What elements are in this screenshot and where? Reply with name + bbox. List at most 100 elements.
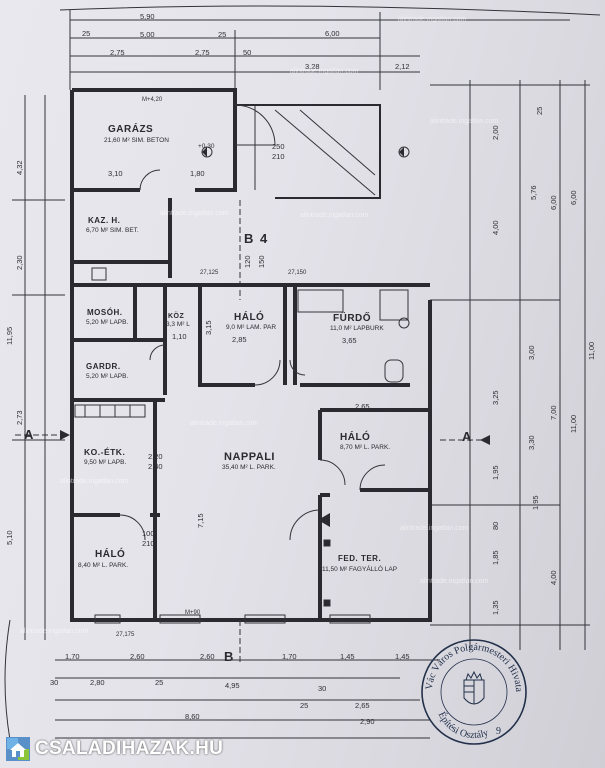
stamp-number: 9 [496,726,501,737]
dim-inner: 3,15 [204,320,213,335]
dim-inner: 250 [272,142,285,151]
dim-inner: 210 [272,152,285,161]
dim-left: 2,30 [15,255,24,270]
room-area-bathroom: 11,0 M² LAPBURK [330,325,384,332]
level-marker-fills [60,147,490,527]
dim-right: 1,85 [491,550,500,565]
section-mark-4: 4 [260,231,268,246]
dim-right: 1,95 [491,465,500,480]
room-name-garage: GARÁZS [108,124,154,135]
room-area-hallway: 3,3 M² L [166,321,190,328]
dim-top: 25 [82,29,91,38]
dim-right: 1,35 [491,600,500,615]
dim-bottom: 2,80 [90,678,105,687]
watermark: alintrade.ingatlan.com [300,212,369,219]
dim-right: 11,00 [587,341,596,360]
dim-top: 3,28 [305,62,320,71]
dim-top: 5,00 [140,30,155,39]
dim-bottom: 1,45 [340,652,355,661]
room-area-bedroom-1: 8,40 M² L. PARK. [78,562,129,569]
brand-name: CSALADIHAZAK.HU [35,738,224,759]
dim-inner: 150 [257,255,266,268]
room-name-boiler: KAZ. H. [88,216,121,225]
room-area-terrace: 11,50 M² FAGYÁLLÓ LAP [322,566,398,573]
dim-bottom: 30 [50,678,59,687]
official-stamp: Vác Város Polgármesteri Hivatal Építési … [418,636,527,745]
stamp-bottom-text: Építési Osztály [436,710,490,741]
coat-of-arms-icon [463,670,485,705]
room-name-hallway: KÖZ [168,313,185,320]
dim-right: 6,00 [549,195,558,210]
watermark: alintrade.ingatlan.com [20,628,89,635]
dim-right: 7,00 [549,405,558,420]
room-area-boiler: 6,70 M² SIM. BET. [86,227,139,234]
dim-inner: 3,10 [108,169,123,178]
section-mark-b-bottom: B [224,649,234,664]
room-name-laundry: MOSÓH. [87,308,123,317]
dim-left: 2,73 [15,410,24,425]
room-name-kitchen: KO.-ÉTK. [84,447,126,457]
watermark: alintrade.ingatlan.com [290,68,359,75]
section-mark-b-top: B [244,231,254,246]
section-mark-a-right: A [462,429,472,444]
room-area-living-room: 35,40 M² L. PARK. [222,464,276,471]
dim-inner: +0,30 [198,143,215,150]
dim-inner: 1,80 [190,169,205,178]
dim-bottom: 1,70 [282,652,297,661]
room-name-bedroom-3: HÁLÓ [340,432,371,443]
dim-inner: 2,20 [148,452,163,461]
dim-bottom: 2,90 [360,717,375,726]
dim-right: 3,00 [527,345,536,360]
room-area-garage: 21,60 M² SIM. BETON [104,137,169,144]
stamp-top-text: Vác Város Polgármesteri Hivatal [418,636,524,693]
fixtures [4,5,601,741]
room-area-bedroom-3: 8,70 M² L. PARK. [340,444,391,451]
watermark: alintrade.ingatlan.com [190,420,259,427]
dim-right: 6,00 [569,190,578,205]
dim-bottom: 25 [155,678,164,687]
watermark: alintrade.ingatlan.com [60,478,129,485]
dim-left: 4,32 [15,160,24,175]
dim-right: 4,00 [491,220,500,235]
house-icon [6,737,30,761]
section-mark-a-left: A [24,427,34,442]
brand-logo[interactable]: CSALADIHAZAK.HU [6,736,226,762]
watermark: alintrade.ingatlan.com [430,118,499,125]
dim-inner: 27,175 [116,632,135,638]
dim-inner: 27,125 [200,270,219,276]
dim-right: 1,95 [531,495,540,510]
dim-top: 2,75 [195,48,210,57]
dim-bottom: 2,65 [355,701,370,710]
dim-bottom: 30 [318,684,327,693]
dim-inner: 27,150 [288,270,307,276]
dim-bottom: 1,70 [65,652,80,661]
room-area-wardrobe: 5,20 M² LAPB. [86,373,129,380]
room-name-living-room: NAPPALI [224,451,275,463]
dim-inner: 7,15 [196,513,205,528]
dim-left: 11,95 [5,326,14,345]
dim-top: 5,90 [140,12,155,21]
dim-inner: 2,85 [232,335,247,344]
dim-inner: 2,40 [148,462,163,471]
dim-inner: 210 [142,539,155,548]
room-area-kitchen: 9,50 M² LAPB. [84,459,127,466]
watermark: alintrade.ingatlan.com [160,210,229,217]
dim-bottom: 8,60 [185,712,200,721]
watermark: alintrade.ingatlan.com [420,578,489,585]
dim-inner: 100 [142,529,155,538]
room-name-bedroom-1: HÁLÓ [95,549,126,560]
walls [70,88,432,622]
dim-right: 80 [491,521,500,530]
watermark: alintrade.ingatlan.com [398,16,467,23]
dim-top: 6,00 [325,29,340,38]
dim-left: 5,10 [5,530,14,545]
dim-bottom: 2,60 [130,652,145,661]
dim-right: 5,76 [529,185,538,200]
dim-top: 2,75 [110,48,125,57]
dim-inner: 120 [243,255,252,268]
dim-bottom: 4,95 [225,681,240,690]
dim-inner: 1,10 [172,332,187,341]
room-name-bathroom: FÜRDŐ [333,313,372,324]
